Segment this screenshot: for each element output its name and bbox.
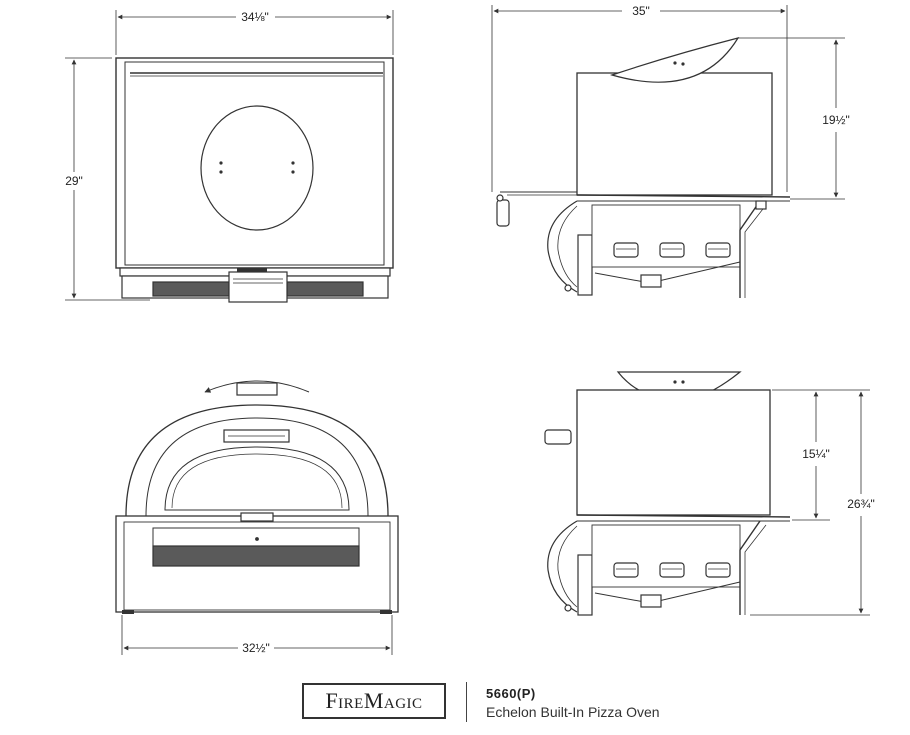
footer-divider xyxy=(466,682,467,722)
view-bottom-side xyxy=(544,371,870,616)
technical-drawing: 34⅛" 29" 35" 19½" 32½" 15¼" 26¾" xyxy=(65,4,875,655)
logo-wordmark: FireMagic xyxy=(325,688,423,713)
product-name: Echelon Built-In Pizza Oven xyxy=(486,704,660,720)
firemagic-logo: FireMagic xyxy=(302,683,446,719)
view-top-side xyxy=(491,5,845,298)
dim-front-height: 29" xyxy=(65,174,83,188)
dim-front-width: 34⅛" xyxy=(241,10,269,24)
dim-side-total-height: 26¾" xyxy=(847,497,875,511)
view-top-front xyxy=(65,10,394,303)
dim-side-depth: 35" xyxy=(632,4,650,18)
dim-side-height: 19½" xyxy=(822,113,850,127)
dim-side-inner-height: 15¼" xyxy=(802,447,830,461)
model-number: 5660(P) xyxy=(486,686,536,701)
dim-bottom-width: 32½" xyxy=(242,641,270,655)
view-bottom-front xyxy=(115,380,399,655)
